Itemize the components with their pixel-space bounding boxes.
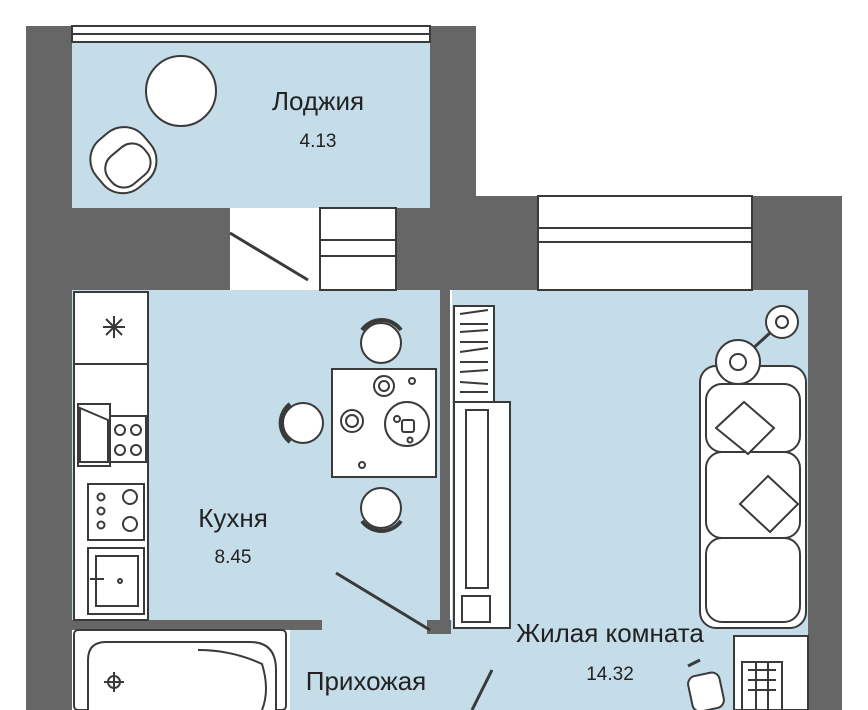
walls bbox=[26, 26, 842, 710]
loggia-glazing bbox=[71, 25, 431, 43]
wall-right bbox=[808, 196, 842, 710]
tv-stand-icon bbox=[453, 401, 511, 629]
cushion-icon bbox=[714, 400, 800, 534]
wall-bath-top bbox=[72, 620, 322, 630]
door-loggia bbox=[229, 231, 309, 282]
wall-loggia-right bbox=[430, 26, 476, 290]
round-table-icon bbox=[145, 55, 217, 127]
window-living bbox=[537, 195, 753, 291]
wall-segment bbox=[396, 208, 430, 290]
chair-icon bbox=[360, 317, 403, 364]
hallway-label: Прихожая bbox=[306, 666, 426, 696]
hob-icon bbox=[77, 403, 147, 467]
doors bbox=[229, 231, 494, 710]
wall-loggia-left bbox=[26, 26, 72, 710]
dining-table-icon bbox=[331, 368, 437, 478]
kitchen-label: Кухня bbox=[198, 503, 268, 533]
floor-lamp-icon bbox=[715, 305, 799, 385]
window-kitchen bbox=[319, 207, 397, 291]
stove-icon bbox=[87, 483, 145, 541]
door-kitchen bbox=[335, 571, 431, 632]
living-room-label: Жилая комната bbox=[516, 618, 704, 648]
loggia-label: Лоджия bbox=[272, 86, 364, 116]
wall-partition-kitchen-living bbox=[440, 290, 450, 630]
loggia-area: 4.13 bbox=[300, 131, 337, 152]
office-chair-icon bbox=[687, 658, 725, 710]
bookshelf-icon bbox=[453, 305, 495, 403]
wall-loggia-bottom-left bbox=[26, 208, 230, 290]
laptop-icon bbox=[741, 661, 783, 710]
armchair-icon bbox=[89, 126, 158, 195]
snowflake-icon bbox=[103, 316, 125, 338]
wall-small bbox=[427, 620, 451, 634]
bathtub-icon bbox=[73, 629, 287, 710]
living-room-area: 14.32 bbox=[586, 664, 634, 685]
chair-icon bbox=[360, 487, 403, 534]
chair-icon bbox=[278, 402, 324, 444]
sink-icon bbox=[87, 547, 145, 615]
kitchen-area: 8.45 bbox=[215, 547, 252, 568]
door-living bbox=[470, 669, 494, 710]
hallway-floor bbox=[290, 620, 452, 710]
wall-pier bbox=[476, 196, 538, 290]
